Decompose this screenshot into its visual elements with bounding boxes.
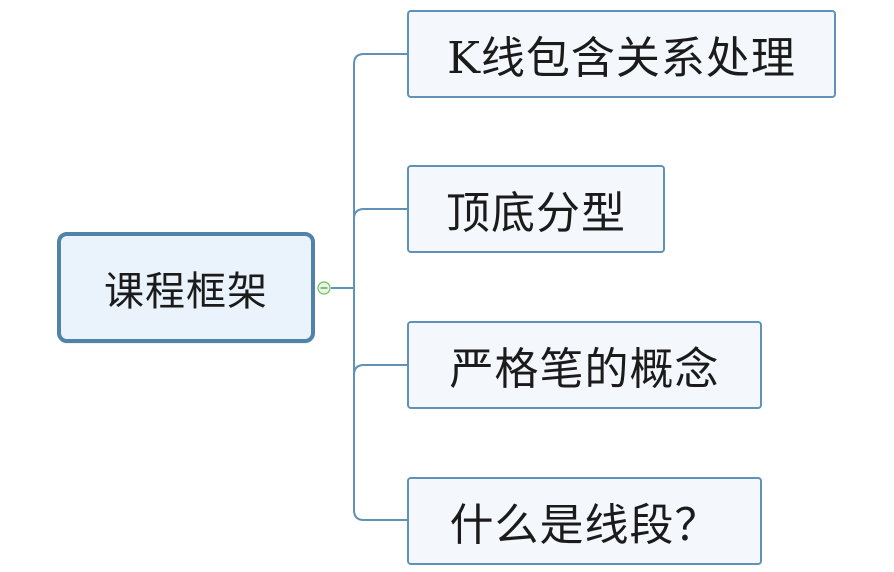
connector-branch-2 [353, 364, 407, 376]
subtopic-label: 严格笔的概念 [449, 344, 720, 395]
subtopic-top-bottom-fractal[interactable]: 顶底分型 [407, 165, 665, 253]
minus-circle-icon[interactable] [317, 281, 331, 295]
root-topic[interactable]: 课程框架 [57, 232, 315, 343]
root-topic-label: 课程框架 [104, 268, 268, 315]
connector-trunk [353, 53, 407, 521]
connector-branch-1 [353, 208, 407, 220]
subtopic-what-is-segment[interactable]: 什么是线段？ [407, 477, 762, 565]
subtopic-strict-stroke-concept[interactable]: 严格笔的概念 [407, 321, 762, 409]
subtopic-label: K线包含关系处理 [447, 33, 796, 84]
subtopic-k-line-inclusion[interactable]: K线包含关系处理 [407, 10, 836, 98]
subtopic-label: 什么是线段？ [449, 500, 720, 551]
subtopic-label: 顶底分型 [446, 188, 626, 239]
